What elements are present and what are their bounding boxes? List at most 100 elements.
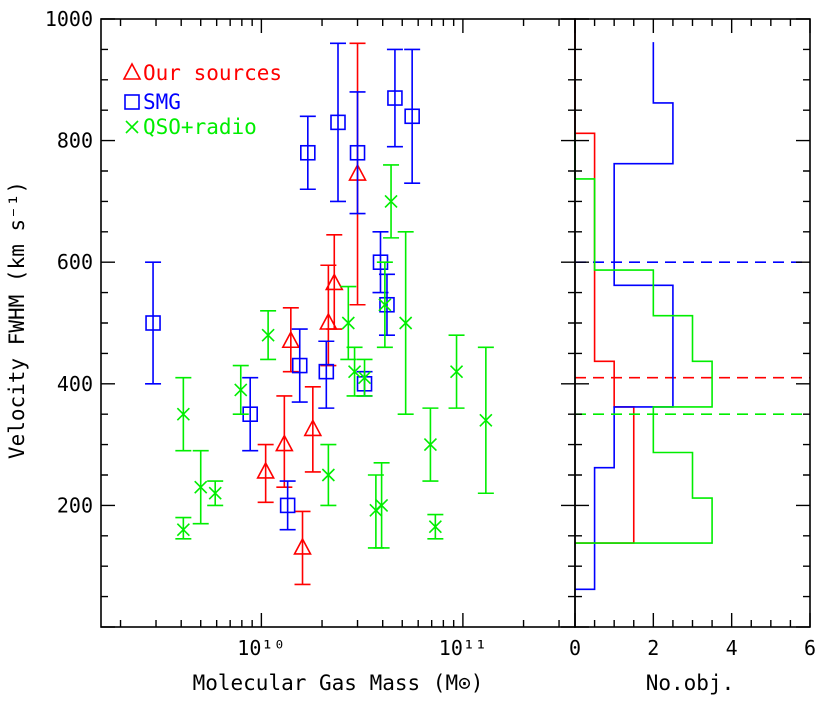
scatter-panel	[145, 42, 494, 586]
error-bar	[294, 510, 311, 586]
marker-cross	[176, 407, 190, 421]
legend-label: QSO+radio	[143, 115, 257, 139]
data-point	[192, 449, 209, 525]
data-point	[291, 328, 308, 403]
marker-cross	[261, 328, 275, 342]
marker-triangle	[281, 330, 301, 349]
data-point	[242, 376, 259, 452]
data-point	[378, 273, 395, 336]
marker-square	[300, 144, 316, 161]
data-point	[320, 443, 337, 507]
error-bar	[282, 307, 299, 373]
marker-cross	[341, 316, 355, 330]
marker-cross	[321, 468, 335, 482]
data-point	[477, 346, 494, 495]
marker-square	[291, 357, 308, 374]
x-tick-label: 10¹¹	[439, 636, 487, 660]
data-point	[427, 513, 444, 540]
marker-square	[387, 90, 403, 106]
legend-label: SMG	[143, 90, 181, 114]
error-bar	[304, 386, 321, 473]
x-axis-label-scatter: Molecular Gas Mass (M⊙)	[193, 671, 484, 695]
marker-cross	[479, 413, 493, 427]
x-axis-label-histogram: No.obj.	[646, 671, 735, 695]
error-bar	[242, 376, 259, 452]
marker-cross	[399, 316, 413, 330]
error-bar	[330, 42, 346, 203]
marker-cross	[347, 365, 362, 379]
legend-marker-triangle	[122, 62, 142, 80]
y-tick-label: 1000	[45, 7, 93, 31]
marker-triangle	[303, 418, 323, 437]
marker-cross	[384, 194, 398, 208]
data-point	[422, 407, 439, 482]
marker-square	[349, 144, 366, 161]
error-bar	[299, 115, 316, 191]
error-bar	[279, 480, 296, 531]
data-point	[373, 462, 390, 549]
hist-x-tick-label: 0	[569, 636, 581, 660]
error-bar	[404, 48, 421, 184]
data-point	[232, 364, 249, 415]
data-point	[256, 443, 275, 504]
marker-square	[145, 315, 161, 331]
error-bar	[276, 395, 293, 488]
marker-cross	[449, 365, 464, 379]
marker-square	[330, 114, 346, 131]
marker-cross	[194, 480, 208, 494]
y-tick-label: 400	[57, 372, 93, 396]
legend-item-smg: SMG	[124, 90, 181, 114]
error-bar	[378, 273, 395, 336]
data-point	[404, 48, 421, 184]
marker-triangle	[293, 537, 312, 555]
hist-x-tick-label: 4	[726, 636, 738, 660]
y-tick-label: 200	[57, 493, 93, 517]
marker-triangle	[324, 272, 344, 291]
legend-marker-cross	[125, 120, 139, 134]
y-tick-label: 800	[57, 129, 93, 153]
legend-marker-square	[124, 94, 140, 110]
hist-smg	[575, 42, 810, 591]
marker-square	[404, 108, 420, 125]
series-qso-radio	[175, 164, 494, 549]
data-point	[324, 234, 344, 330]
marker-cross	[357, 371, 372, 385]
data-point	[207, 480, 224, 507]
data-point	[356, 358, 373, 397]
data-point	[318, 340, 335, 409]
data-point	[346, 346, 363, 397]
legend-item-our-sources: Our sources	[122, 61, 282, 85]
data-point	[175, 376, 192, 452]
marker-cross	[234, 383, 248, 397]
marker-square	[318, 363, 335, 380]
legend-label: Our sources	[143, 61, 282, 85]
data-point	[397, 231, 414, 415]
error-bar	[318, 340, 335, 409]
marker-cross	[125, 120, 139, 134]
marker-cross	[176, 523, 190, 537]
marker-square	[124, 94, 140, 110]
data-point	[279, 480, 296, 531]
error-bar	[326, 234, 343, 330]
error-bar	[386, 48, 403, 148]
data-point	[175, 516, 192, 540]
data-point	[383, 164, 400, 239]
marker-cross	[208, 486, 222, 500]
marker-cross	[375, 498, 389, 512]
hist-x-tick-label: 6	[804, 636, 816, 660]
hist-x-tick-label: 2	[647, 636, 659, 660]
x-tick-label: 10¹⁰	[237, 636, 285, 660]
hist-qso-radio	[574, 133, 810, 544]
data-point	[376, 261, 393, 349]
histogram-panel	[574, 19, 810, 591]
marker-triangle	[275, 433, 294, 452]
error-bar	[257, 443, 274, 504]
error-bar	[291, 328, 308, 403]
marker-square	[279, 497, 296, 514]
marker-cross	[428, 520, 442, 534]
data-point	[275, 395, 294, 488]
data-point	[145, 261, 162, 385]
histogram-step-line	[575, 42, 674, 591]
